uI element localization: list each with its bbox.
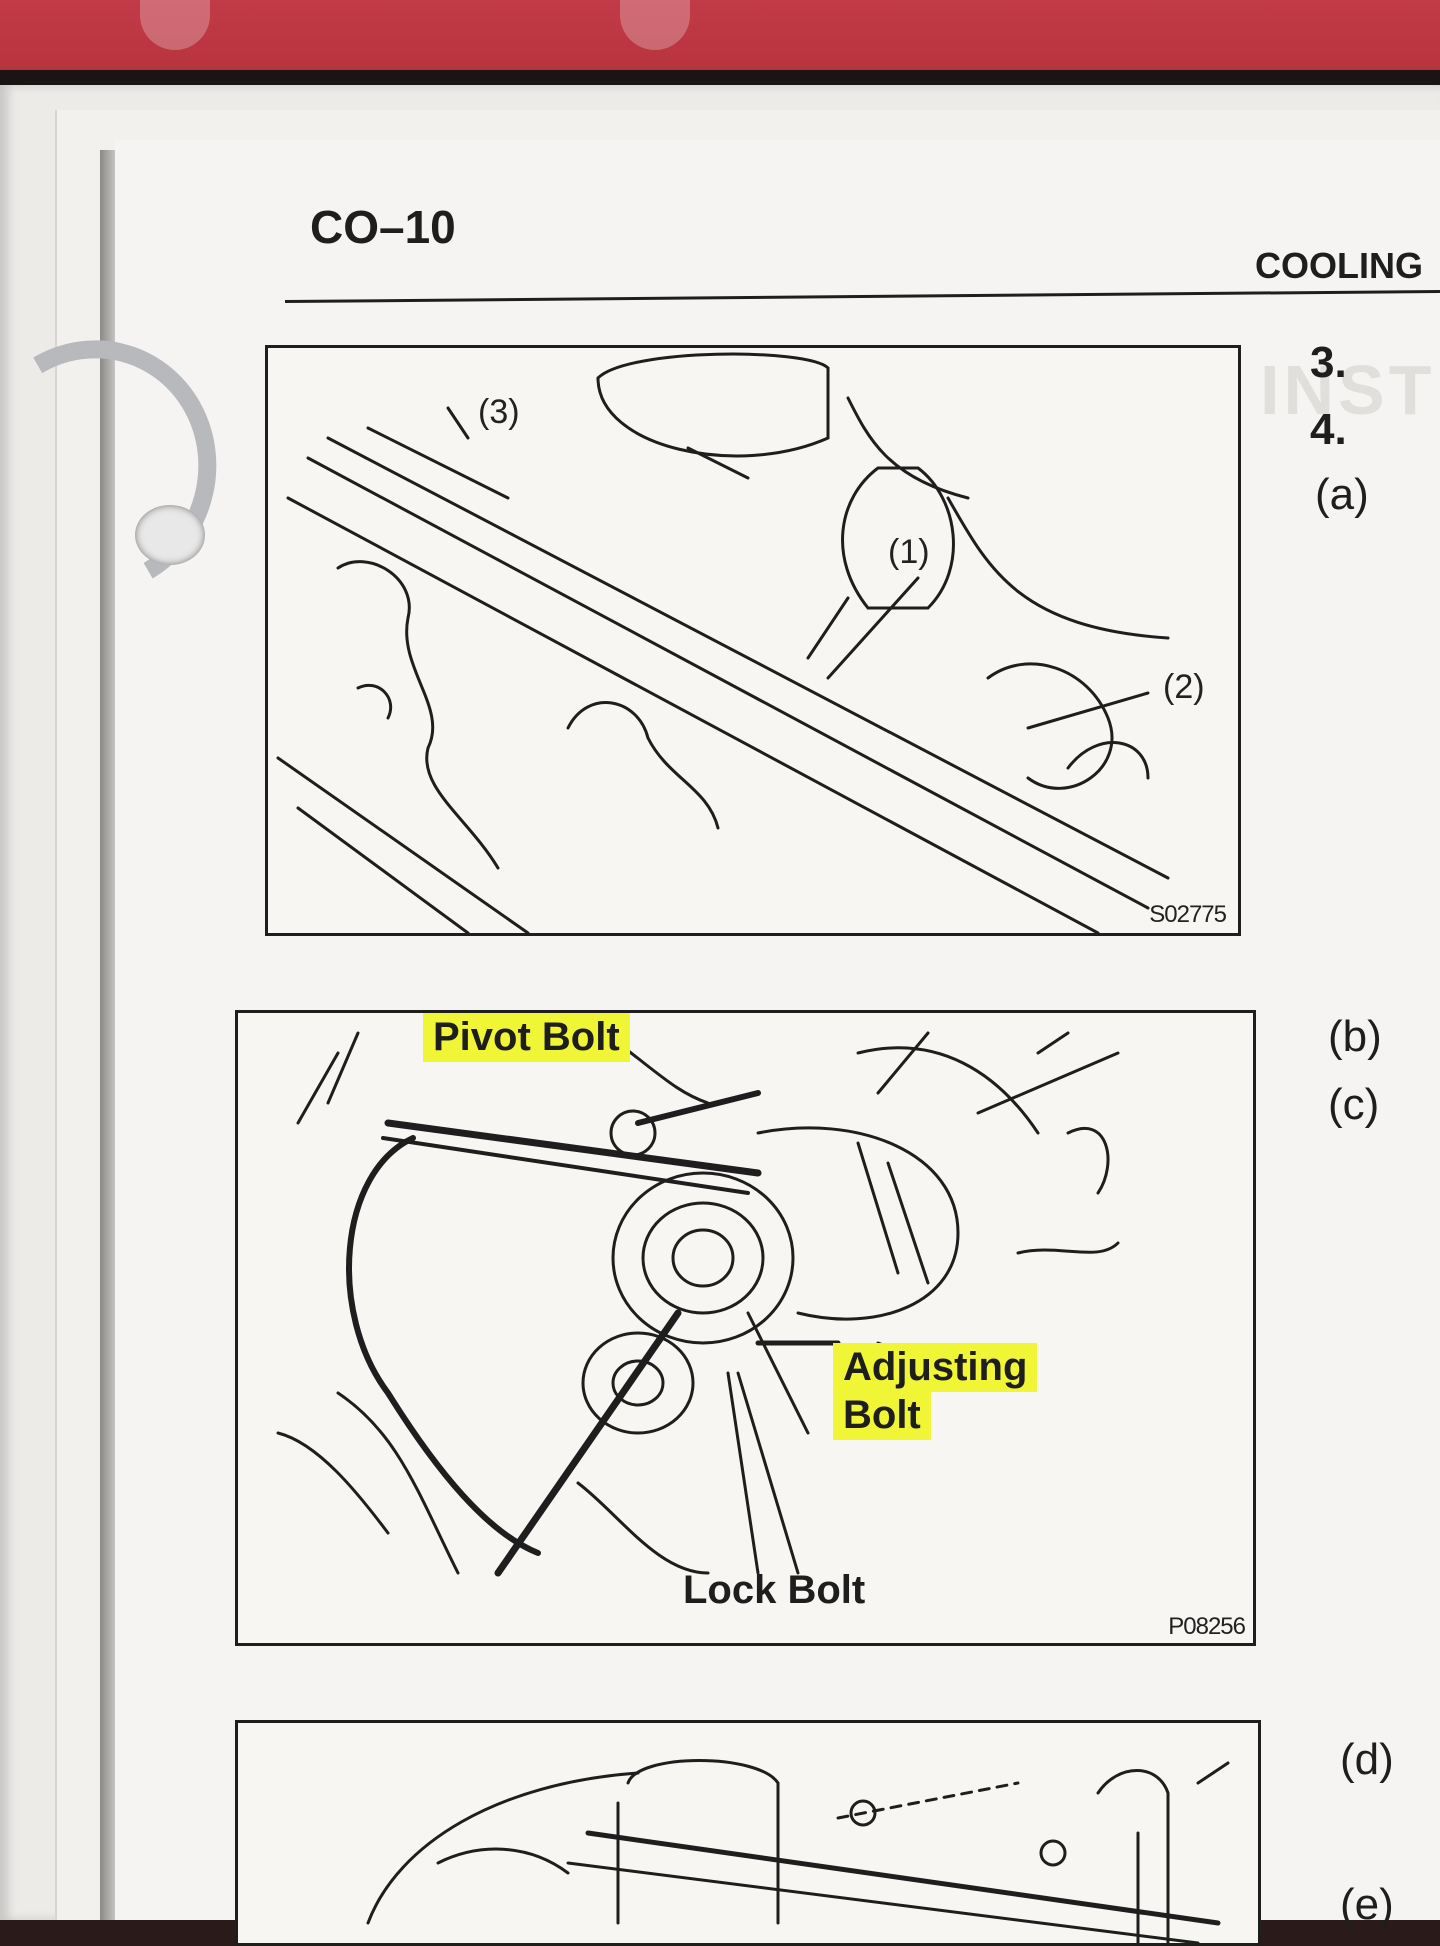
figure-code: P08256	[1168, 1613, 1246, 1640]
engine-bay-drawing	[276, 352, 1170, 933]
callout-1: (1)	[888, 533, 930, 571]
punch-hole	[135, 505, 205, 565]
binder-pattern	[140, 0, 210, 50]
alternator-drawing	[276, 1031, 1120, 1577]
radiator-drawing	[366, 1759, 1230, 1943]
section-title: COOLING	[1255, 245, 1423, 286]
figure-alternator-belt: Pivot Bolt Adjusting Bolt Lock Bolt P082…	[235, 1010, 1256, 1646]
step-3-number: 3.	[1310, 338, 1347, 387]
figure-code: S02775	[1149, 901, 1227, 928]
callout-2: (2)	[1163, 668, 1205, 706]
step-a: (a)	[1315, 470, 1369, 519]
faded-show-through-text: INST	[1260, 351, 1436, 429]
binder-pattern	[620, 0, 690, 50]
pivot-bolt-label: Pivot Bolt	[423, 1013, 630, 1062]
step-b: (b)	[1328, 1012, 1382, 1061]
step-4-number: 4.	[1310, 405, 1347, 454]
figure-radiator-top	[235, 1720, 1261, 1946]
step-c: (c)	[1328, 1080, 1380, 1129]
adjusting-bolt-label-line2: Bolt	[833, 1391, 931, 1440]
adjusting-bolt-label-line1: Adjusting	[833, 1343, 1038, 1392]
page-gutter	[100, 150, 116, 1920]
page-number: CO–10	[310, 201, 456, 253]
step-e: (e)	[1340, 1880, 1394, 1929]
lock-bolt-label: Lock Bolt	[683, 1568, 866, 1612]
callout-3: (3)	[478, 393, 520, 431]
step-d: (d)	[1340, 1735, 1394, 1784]
figure-engine-bay: (3) (1) (2) S02775	[265, 345, 1241, 936]
